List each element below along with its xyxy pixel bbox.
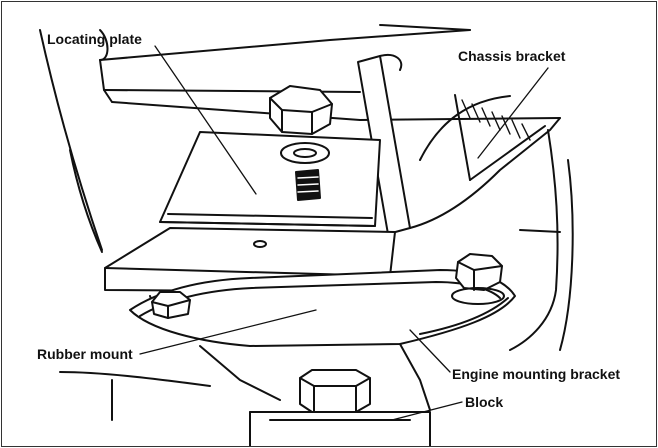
- label-rubber-mount: Rubber mount: [37, 346, 133, 362]
- locating-plate: [159, 131, 381, 227]
- label-engine-mounting-bracket: Engine mounting bracket: [452, 366, 621, 382]
- washer-icon: [280, 142, 330, 164]
- bracket-hatching: [461, 99, 531, 141]
- leader-locating-plate: [154, 45, 257, 195]
- label-chassis-bracket: Chassis bracket: [458, 48, 566, 64]
- leader-chassis-bracket: [477, 67, 549, 159]
- engine-block: [249, 411, 431, 447]
- leader-lines: [139, 45, 549, 421]
- chassis-bracket: [357, 54, 561, 235]
- left-bolt-icon: [151, 291, 191, 319]
- leader-engine-mounting-bracket: [409, 329, 451, 373]
- lower-bracket-arms: [59, 343, 431, 421]
- label-block: Block: [465, 394, 504, 410]
- stud-icon: [295, 169, 321, 201]
- right-bolt-icon: [451, 253, 505, 305]
- nut-icon: [269, 85, 333, 135]
- right-frame: [509, 129, 574, 351]
- left-frame: [39, 29, 109, 253]
- leader-rubber-mount: [139, 309, 317, 355]
- leader-block: [391, 401, 463, 421]
- label-locating-plate: Locating plate: [47, 31, 142, 47]
- block-bolt-icon: [299, 369, 371, 413]
